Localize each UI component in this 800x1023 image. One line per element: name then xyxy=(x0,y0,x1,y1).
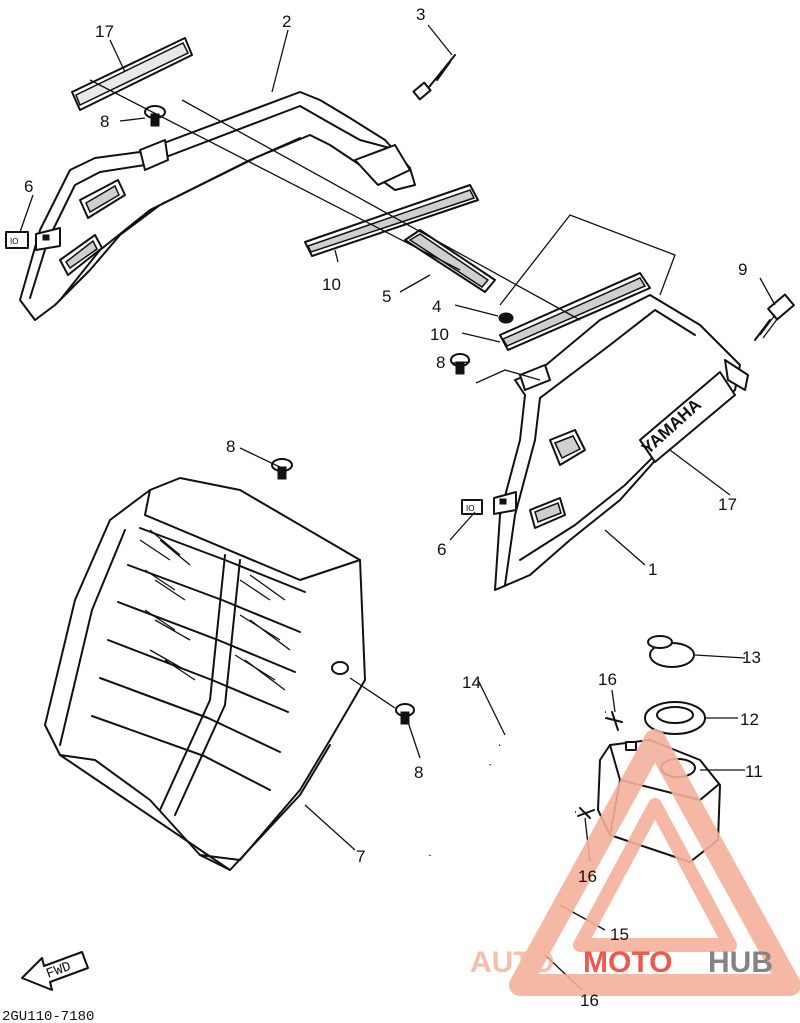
callout-3: 3 xyxy=(416,5,425,24)
callout-10-right: 10 xyxy=(430,325,449,344)
bolt-8-grille-top xyxy=(271,458,293,480)
svg-text:IO: IO xyxy=(10,237,18,246)
callout-17-right: 17 xyxy=(718,495,737,514)
callout-7: 7 xyxy=(356,847,365,866)
callout-11: 11 xyxy=(745,762,763,781)
bolt-9 xyxy=(754,293,795,341)
clip-right-part: IO xyxy=(461,491,517,515)
bolt-8-right xyxy=(450,353,551,391)
rivet-3 xyxy=(412,54,456,101)
hose-14 xyxy=(427,709,606,856)
drawing-code: 2GU110-7180 xyxy=(2,1009,94,1023)
clamp-16 xyxy=(577,711,623,819)
callout-4: 4 xyxy=(432,297,441,316)
callout-15: 15 xyxy=(610,925,629,944)
shroud-left-part xyxy=(19,91,416,321)
fwd-arrow: FWD xyxy=(21,951,89,991)
watermark-moto: MOTO xyxy=(583,946,672,979)
callout-8-right: 8 xyxy=(436,353,445,372)
watermark-hub: HUB xyxy=(708,946,773,979)
svg-text:IO: IO xyxy=(466,504,474,513)
callout-6-left: 6 xyxy=(24,177,33,196)
callout-1: 1 xyxy=(648,560,657,579)
callout-9: 9 xyxy=(738,260,747,279)
radiator-grille-part xyxy=(44,477,366,871)
callout-10-left: 10 xyxy=(322,275,341,294)
strip-10-left xyxy=(304,184,479,257)
callout-16-bottom: 16 xyxy=(580,991,599,1010)
callout-12: 12 xyxy=(740,710,759,729)
clip-left-part: IO xyxy=(5,227,61,251)
callout-8-grille-side: 8 xyxy=(414,763,423,782)
watermark-logo: AUTO MOTO HUB xyxy=(470,729,800,996)
sponge-5 xyxy=(404,229,496,293)
small-4 xyxy=(498,312,514,324)
strip-10-right xyxy=(499,272,651,351)
callout-16-top: 16 xyxy=(598,670,617,689)
ring-12 xyxy=(644,701,706,735)
bolt-8-grille-side xyxy=(331,661,415,725)
callout-17-left: 17 xyxy=(95,22,114,41)
callout-13: 13 xyxy=(742,648,761,667)
callout-2: 2 xyxy=(282,12,291,31)
callout-5: 5 xyxy=(382,287,391,306)
cap-13 xyxy=(647,635,695,668)
callout-14: 14 xyxy=(462,673,481,692)
callout-8-top: 8 xyxy=(100,112,109,131)
callout-16-mid: 16 xyxy=(578,867,597,886)
decal-left-part xyxy=(71,37,193,111)
callout-labels: 17 2 3 8 6 10 5 4 10 8 9 17 6 1 8 7 8 13… xyxy=(24,5,763,1010)
callout-6-right: 6 xyxy=(437,540,446,559)
watermark-auto: AUTO xyxy=(470,946,554,979)
bolt-8-top xyxy=(144,105,166,127)
callout-8-grille-top: 8 xyxy=(226,437,235,456)
shroud-right-part: YAMAHA xyxy=(494,294,749,591)
hose-15 xyxy=(527,809,576,946)
fwd-arrow-text: FWD xyxy=(44,959,73,983)
